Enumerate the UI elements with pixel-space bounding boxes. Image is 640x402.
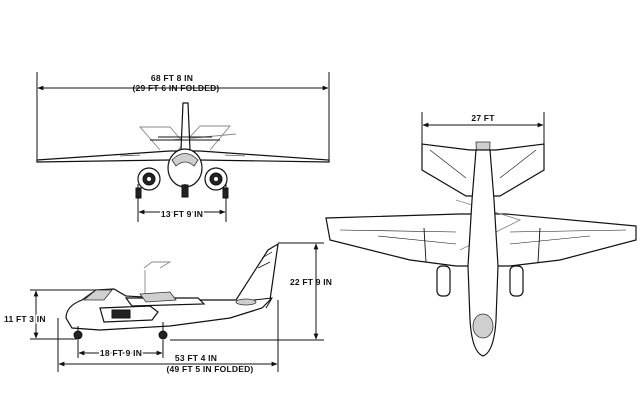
right-engine (204, 167, 228, 191)
length-folded-label: (49 FT 5 IN FOLDED) (167, 364, 254, 374)
horizontal-tail (150, 136, 220, 141)
top-canopy (472, 313, 494, 339)
canopy (82, 289, 113, 301)
front-view: 68 FT 8 IN (29 FT 6 IN FOLDED) 13 FT 9 I… (36, 72, 330, 222)
top-left-engine (436, 265, 451, 297)
wheelbase-label: 18 FT 9 IN (100, 348, 142, 358)
fold-height-label: 11 FT 3 IN (4, 314, 46, 324)
side-view: 22 FT 9 IN 11 FT 3 IN 18 FT 9 IN 53 FT 4… (3, 242, 332, 374)
side-landing-gear (73, 322, 168, 340)
side-fuselage (65, 242, 279, 331)
length-label: 53 FT 4 IN (175, 353, 217, 363)
front-landing-gear (135, 184, 229, 199)
top-right-engine (509, 265, 524, 297)
span-dimension: 68 FT 8 IN (29 FT 6 IN FOLDED) (36, 72, 330, 160)
tailspan-dimension: 27 FT (421, 112, 545, 144)
insignia (235, 298, 257, 306)
top-view: 27 FT (325, 112, 637, 357)
span-folded-label: (29 FT 6 IN FOLDED) (133, 83, 220, 93)
left-engine (137, 167, 161, 191)
top-fuselage (467, 149, 499, 357)
span-label: 68 FT 8 IN (151, 73, 193, 83)
fold-height-dimension: 11 FT 3 IN (3, 289, 96, 340)
wheelbase-dimension: 18 FT 9 IN (77, 340, 164, 360)
tail-height-label: 22 FT 9 IN (290, 277, 332, 287)
tread-label: 13 FT 9 IN (161, 209, 203, 219)
tail-height-dimension: 22 FT 9 IN (170, 242, 332, 341)
vertical-fin (180, 102, 191, 151)
tailspan-label: 27 FT (471, 113, 495, 123)
length-dimension: 53 FT 4 IN (49 FT 5 IN FOLDED) (57, 300, 279, 374)
tread-dimension: 13 FT 9 IN (137, 196, 227, 222)
